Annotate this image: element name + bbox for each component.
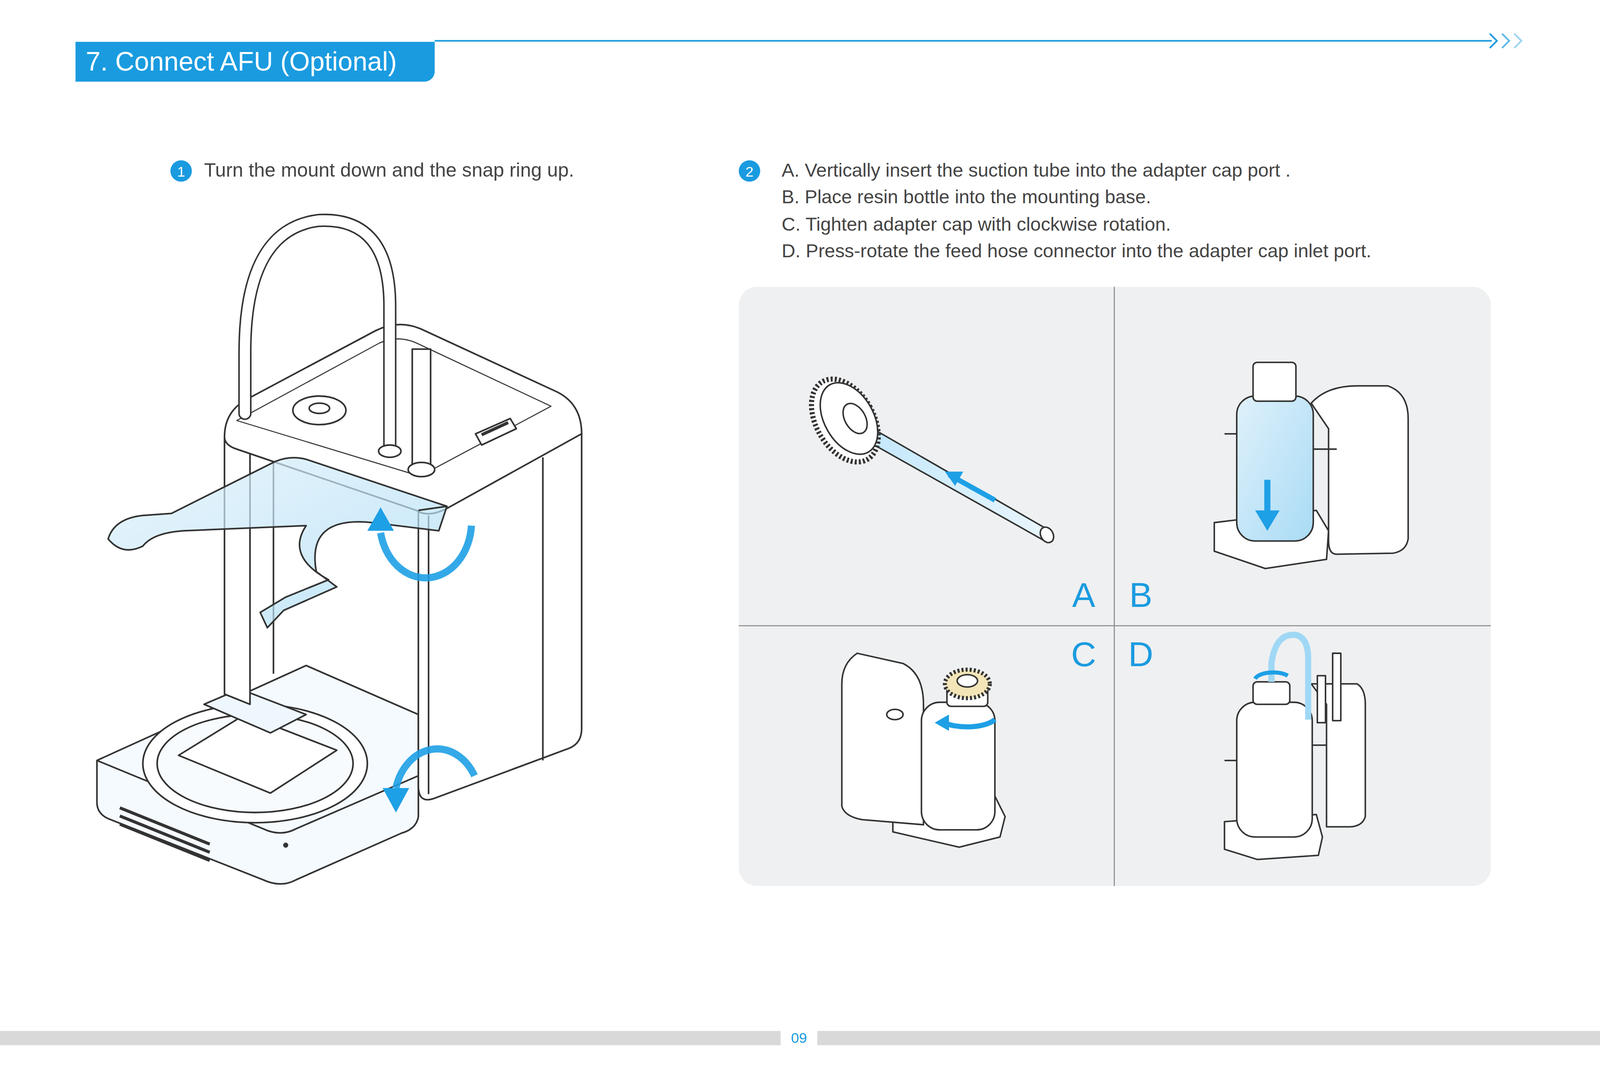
bottle-illustration (1214, 362, 1409, 569)
rotate-arrow (367, 507, 472, 578)
chevrons (1489, 33, 1522, 48)
title-band: 7. Connect AFU (Optional) (75, 41, 435, 82)
page-number: 09 (790, 1029, 807, 1047)
footer-bar (817, 1030, 1600, 1045)
callout-number: 1 (170, 160, 192, 182)
step-text: B. Place resin bottle into the mounting … (781, 185, 1151, 209)
panel-letter: A (1071, 574, 1095, 616)
header-rule (434, 39, 1492, 42)
step-text: Turn the mount down and the snap ring up… (203, 159, 575, 183)
step-text: A. Vertically insert the suction tube in… (781, 159, 1291, 182)
adapter-cap-illustration (841, 653, 1005, 847)
feed-hose-illustration (1224, 634, 1366, 860)
panel-divider (1113, 286, 1116, 886)
rotate-arrow (382, 748, 475, 813)
figure-panel (738, 286, 1492, 886)
step-text: C. Tighten adapter cap with clockwise ro… (781, 213, 1172, 236)
panel-letter: B (1129, 574, 1153, 616)
callout-text: 2 (745, 163, 754, 178)
step-text: D. Press-rotate the feed hose connector … (781, 239, 1372, 263)
panel-divider (738, 624, 1492, 627)
footer-bar (0, 1030, 781, 1045)
suction-tube-illustration (797, 367, 1057, 546)
callout-text: 1 (176, 163, 186, 178)
printer-illustration (96, 220, 582, 884)
callout-number: 2 (738, 160, 761, 182)
title-text: 7. Connect AFU (Optional) (75, 45, 397, 78)
panel-letter: C (1071, 633, 1097, 675)
panel-letter: D (1128, 633, 1154, 675)
